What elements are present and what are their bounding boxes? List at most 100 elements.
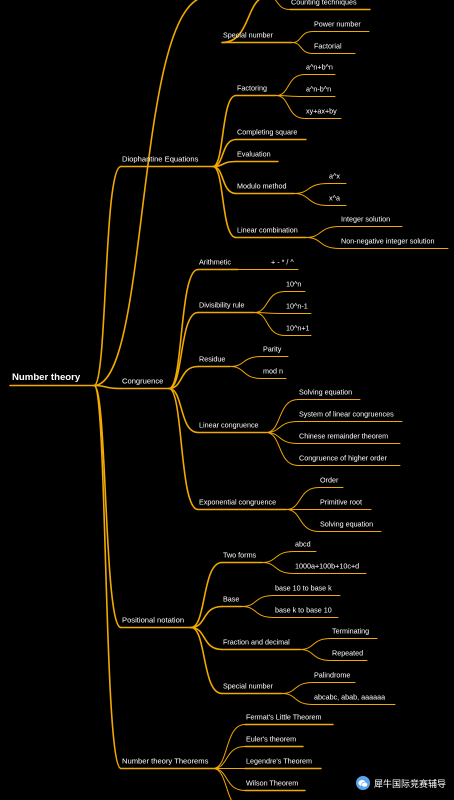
node-label-arith[interactable]: Arithmetic <box>199 258 231 267</box>
node-label-modulo[interactable]: Modulo method <box>237 182 287 191</box>
edge-positional-to-twoforms <box>190 561 223 629</box>
node-label-nonneg[interactable]: Non-negative integer solution <box>341 237 435 246</box>
node-label-abcabc[interactable]: abcabc, abab, aaaaaa <box>314 693 385 702</box>
edge-congruence-to-expcong <box>168 387 199 511</box>
node-label-ops[interactable]: + - * / ^ <box>271 258 294 267</box>
node-label-xa[interactable]: x^a <box>329 194 340 203</box>
node-label-f2[interactable]: a^n-b^n <box>306 85 331 94</box>
node-label-higher[interactable]: Congruence of higher order <box>299 454 388 463</box>
edge-divrule-to-d3 <box>253 312 286 336</box>
node-label-expand[interactable]: 1000a+100b+10c+d <box>295 562 359 571</box>
edge-special-number-to-factorial <box>291 42 314 54</box>
node-label-congruence[interactable]: Congruence <box>122 377 163 386</box>
edge-dioph-to-factoring <box>212 94 237 168</box>
edge-congruence-to-lincong <box>168 387 199 434</box>
edge-residue-to-modn <box>229 366 263 379</box>
edge-root-to-theorems <box>93 384 122 770</box>
node-label-lincong[interactable]: Linear congruence <box>199 421 259 430</box>
node-label-special-number[interactable]: Special number <box>223 31 274 40</box>
edge-congruence-to-divrule <box>168 311 199 390</box>
edge-theorems-to-euler <box>212 746 246 769</box>
node-label-b10k[interactable]: base 10 to base k <box>275 584 332 593</box>
edge-top-partial-to-counting <box>274 0 291 10</box>
node-label-d3[interactable]: 10^n+1 <box>286 324 310 333</box>
edge-congruence-to-arith <box>168 268 199 390</box>
mind-map-underlines <box>9 8 449 792</box>
edge-theorems-to-bottom-partial <box>212 768 232 800</box>
edge-residue-to-parity <box>229 356 263 367</box>
edge-twoforms-to-expand <box>261 562 295 574</box>
node-label-ax[interactable]: a^x <box>329 172 340 181</box>
node-label-primroot[interactable]: Primitive root <box>320 498 362 507</box>
node-label-expcong[interactable]: Exponential congruence <box>199 498 276 507</box>
edge-specnum-to-palin <box>281 682 314 694</box>
edge-base-to-bk10 <box>241 606 275 618</box>
edge-dioph-to-lincomb <box>212 165 237 239</box>
node-label-twoforms[interactable]: Two forms <box>223 551 257 560</box>
node-label-solveq2[interactable]: Solving equation <box>320 520 373 529</box>
edge-lincong-to-solveq <box>265 399 299 433</box>
node-label-specnum[interactable]: Special number <box>223 682 274 691</box>
node-label-solveq[interactable]: Solving equation <box>299 388 352 397</box>
node-label-fermat[interactable]: Fermat's Little Theorem <box>246 713 322 722</box>
node-label-parity[interactable]: Parity <box>263 345 282 354</box>
edge-expcong-to-order <box>285 487 320 510</box>
edge-congruence-to-residue <box>168 365 199 390</box>
node-label-bk10[interactable]: base k to base 10 <box>275 606 332 615</box>
node-label-base[interactable]: Base <box>223 595 239 604</box>
edge-expcong-to-solveq2 <box>285 509 320 532</box>
edge-lincong-to-system <box>265 421 299 433</box>
node-label-legendre[interactable]: Legendre's Theorem <box>246 757 312 766</box>
edge-lincomb-to-nonneg <box>305 237 341 249</box>
wechat-icon <box>355 776 370 790</box>
node-label-wilson[interactable]: Wilson Theorem <box>246 779 298 788</box>
node-label-counting[interactable]: Counting techniques <box>291 0 357 7</box>
node-label-palin[interactable]: Palindrome <box>314 671 350 680</box>
edge-theorems-to-fermat <box>212 724 246 769</box>
edge-lincomb-to-intsol <box>305 226 341 238</box>
node-label-divrule[interactable]: Divisibility rule <box>199 301 245 310</box>
node-label-d2[interactable]: 10^n-1 <box>286 302 308 311</box>
watermark: 犀牛国际竞赛辅导 <box>355 776 446 790</box>
node-label-theorems[interactable]: Number theory Theorems <box>122 757 209 766</box>
node-label-lincomb[interactable]: Linear combination <box>237 226 298 235</box>
edge-special-number-to-power-number <box>291 31 314 43</box>
edge-top-partial-to-special-number <box>221 0 261 44</box>
node-label-residue[interactable]: Residue <box>199 355 225 364</box>
node-label-order[interactable]: Order <box>320 476 339 485</box>
node-label-euler[interactable]: Euler's theorem <box>246 735 296 744</box>
edge-factoring-to-f1 <box>275 74 306 96</box>
mind-map-labels: Number theory Counting techniquesSpecial … <box>12 0 435 788</box>
node-label-modn[interactable]: mod n <box>263 367 283 376</box>
node-label-abcd[interactable]: abcd <box>295 540 311 549</box>
node-label-completing[interactable]: Completing square <box>237 128 297 137</box>
edge-root-to-dioph <box>93 165 122 387</box>
node-label-factorial[interactable]: Factorial <box>314 42 342 51</box>
node-label-repeat[interactable]: Repeated <box>332 649 363 658</box>
edge-theorems-to-wilson <box>212 768 246 791</box>
edge-fracdec-to-repeat <box>299 649 332 661</box>
node-label-intsol[interactable]: Integer solution <box>341 215 390 224</box>
watermark-text: 犀牛国际竞赛辅导 <box>373 779 446 790</box>
node-label-power-number[interactable]: Power number <box>314 20 361 29</box>
edge-fracdec-to-term <box>299 638 332 650</box>
node-label-evaluation[interactable]: Evaluation <box>237 150 271 159</box>
node-label-dioph[interactable]: Diophantine Equations <box>122 155 199 164</box>
node-label-fracdec[interactable]: Fraction and decimal <box>223 638 290 647</box>
node-label-root[interactable]: Number theory <box>12 372 81 383</box>
edge-lincong-to-higher <box>265 432 299 466</box>
node-label-positional[interactable]: Positional notation <box>122 616 184 625</box>
edge-modulo-to-xa <box>293 193 329 206</box>
node-label-system[interactable]: System of linear congruences <box>299 410 394 419</box>
node-label-crt[interactable]: Chinese remainder theorem <box>299 432 388 441</box>
node-label-f1[interactable]: a^n+b^n <box>306 63 333 72</box>
node-label-factoring[interactable]: Factoring <box>237 84 267 93</box>
edge-positional-to-specnum <box>190 626 223 695</box>
edge-divrule-to-d1 <box>253 291 286 313</box>
node-label-f3[interactable]: xy+ax+by <box>306 107 337 116</box>
node-label-term[interactable]: Terminating <box>332 627 369 636</box>
edge-twoforms-to-abcd <box>261 551 295 563</box>
node-label-d1[interactable]: 10^n <box>286 280 301 289</box>
edge-base-to-b10k <box>241 595 275 607</box>
